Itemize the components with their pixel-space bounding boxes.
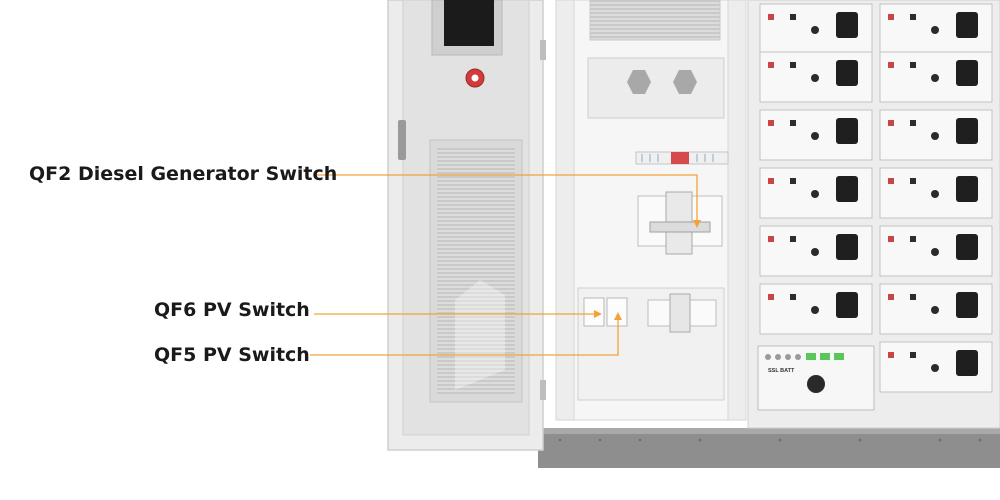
battery-module — [759, 109, 873, 161]
door-vent-grille — [437, 148, 515, 394]
base-vent-dots — [558, 438, 982, 442]
door-hinge-bottom — [540, 380, 546, 400]
breaker-module-ticks — [641, 154, 714, 162]
battery-module — [879, 167, 993, 219]
qf2-switch-lever — [649, 221, 711, 233]
cabinet-base-top — [538, 428, 1000, 434]
battery-module — [759, 167, 873, 219]
callout-qf2-diesel-generator-switch: QF2 Diesel Generator Switch — [29, 163, 338, 185]
bay-right-rail — [727, 0, 747, 421]
leader-lines — [310, 174, 698, 356]
cabinet-base — [538, 428, 1000, 468]
arrow-qf2-icon — [693, 220, 701, 228]
door-handle — [398, 120, 406, 160]
qf5-switch — [606, 297, 628, 327]
top-vent-panel — [589, 0, 721, 41]
bms-indicator-lights — [765, 353, 844, 360]
bms-logo: SSL BATT — [768, 368, 795, 374]
battery-module — [759, 51, 873, 103]
bms-rotary-switch-icon — [807, 375, 825, 393]
door-hinge-top — [540, 40, 546, 60]
leader-line-qf5 — [310, 318, 619, 356]
battery-module — [879, 109, 993, 161]
battery-modules — [759, 3, 993, 393]
secondary-switch-handle — [669, 293, 691, 333]
arrow-qf6-icon — [594, 310, 602, 318]
leader-arrowheads — [594, 220, 701, 320]
battery-module — [759, 3, 873, 55]
battery-module — [879, 3, 993, 55]
battery-module — [759, 225, 873, 277]
arrow-qf5-icon — [614, 312, 622, 320]
fan-panel — [587, 57, 725, 119]
leader-line-qf2 — [314, 174, 698, 222]
bay-left-rail — [555, 0, 575, 421]
door-vent-logo-mark — [455, 280, 505, 390]
battery-module — [879, 51, 993, 103]
emergency-stop-center — [471, 74, 479, 82]
battery-module — [879, 341, 993, 393]
door-screen-display — [444, 0, 494, 46]
callout-qf6-pv-switch: QF6 PV Switch — [154, 299, 310, 321]
battery-module — [879, 283, 993, 335]
battery-module — [759, 283, 873, 335]
battery-module — [879, 225, 993, 277]
fan-icon-right — [673, 70, 697, 94]
callout-qf5-pv-switch: QF5 PV Switch — [154, 344, 310, 366]
fan-icon-left — [627, 70, 651, 94]
breaker-red-module — [671, 152, 689, 164]
